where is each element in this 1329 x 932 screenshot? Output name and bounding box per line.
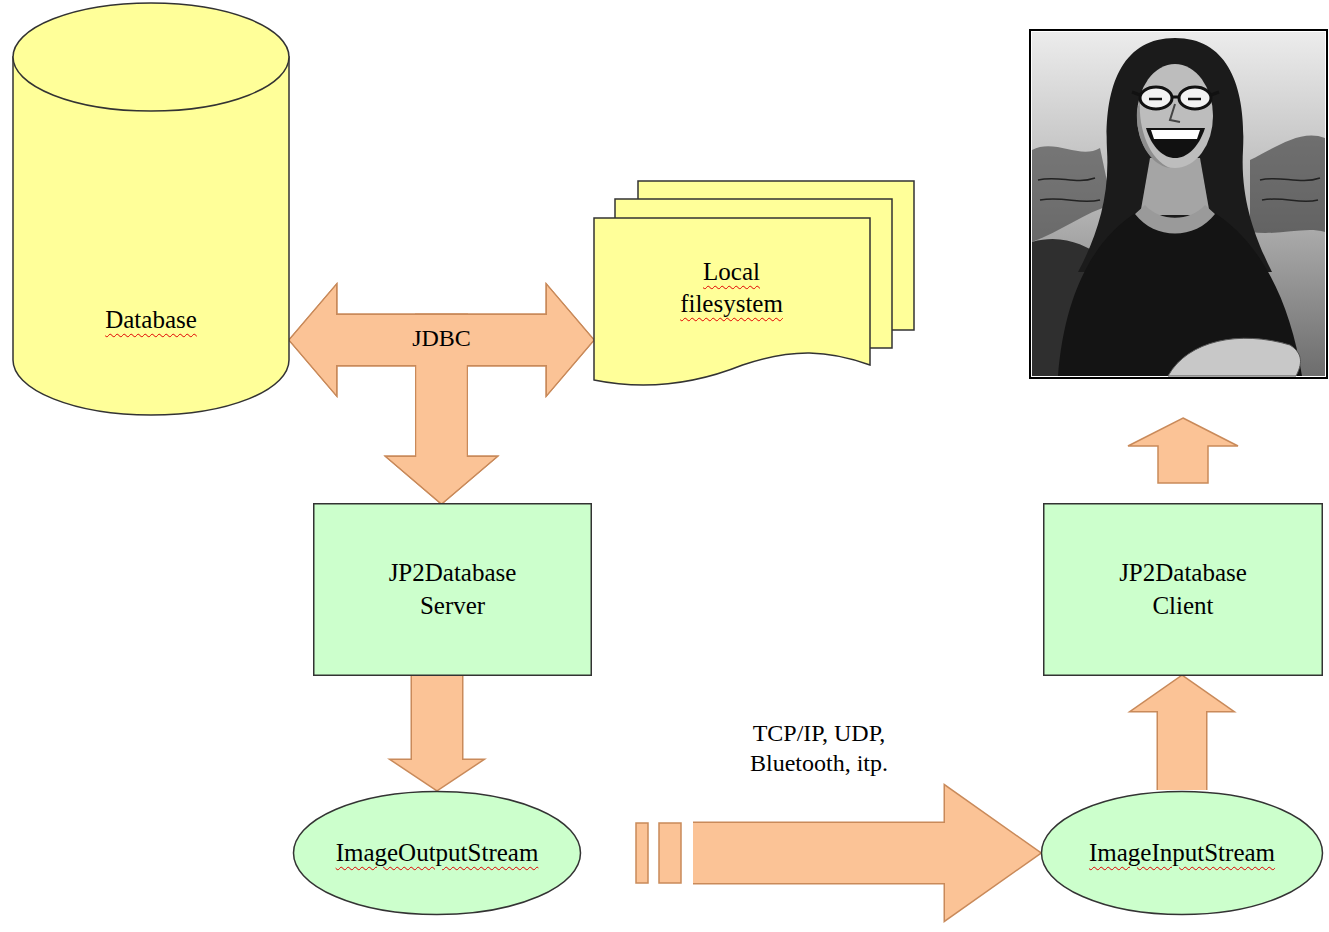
arrow-head	[290, 286, 336, 394]
arrow-head-outline	[945, 786, 1040, 920]
teeth	[1151, 130, 1200, 139]
dress	[1058, 210, 1302, 376]
face	[1137, 64, 1213, 168]
process-box: JP2Database Server	[313, 503, 592, 676]
arrow-head-outline	[392, 760, 482, 790]
process-box-outline	[313, 503, 592, 676]
process-box: JP2Database Client	[1043, 503, 1323, 676]
stream-ellipse: ImageOutputStream	[292, 790, 582, 916]
arrow-shaft	[693, 823, 946, 883]
arrow-outline	[1132, 676, 1232, 790]
arrow-head-outline	[1132, 676, 1232, 711]
arrow-head-outline	[547, 286, 593, 394]
box-outline	[314, 504, 592, 676]
text-area: JP2Database Client	[1043, 503, 1323, 676]
fat-arrow	[1132, 676, 1232, 790]
arrow-head	[388, 457, 496, 503]
eyes	[1149, 98, 1201, 101]
text-area: Local filesystem	[593, 218, 870, 358]
landscape-right	[1250, 135, 1325, 233]
packet-block	[636, 823, 648, 883]
arrow-head-outline	[290, 286, 336, 394]
arrow-shaft	[1158, 710, 1206, 790]
arrow-shaft-outline	[693, 822, 946, 885]
fat-arrow	[392, 676, 482, 790]
picture-sky	[1032, 32, 1325, 376]
glasses-frame	[1132, 92, 1219, 97]
fat-arrow	[388, 286, 594, 503]
node-text: ImageInputStream	[1089, 837, 1275, 870]
arrow-shaft	[412, 676, 462, 761]
arrow-head	[945, 786, 1040, 920]
arrow-head-outline	[290, 286, 336, 394]
box-outline	[1044, 504, 1323, 676]
arrow-head-outline	[547, 286, 593, 394]
arrow-shaft-outline	[442, 340, 549, 458]
text-area: ImageOutputStream	[292, 790, 582, 916]
arrow-head-outline	[388, 457, 496, 503]
node-text: ImageOutputStream	[336, 837, 539, 870]
arrow-head	[290, 286, 336, 394]
arrow-shaft	[442, 340, 549, 458]
arrow-head-outline	[388, 457, 496, 503]
text-area: ImageInputStream	[1040, 790, 1324, 916]
stream-ellipse: ImageInputStream	[1040, 790, 1324, 916]
picture-frame	[1030, 30, 1327, 378]
text-area: JP2Database Server	[313, 503, 592, 676]
arrow-outline	[392, 676, 482, 790]
document-stack-outline	[593, 180, 915, 390]
mouth	[1146, 128, 1205, 158]
node-text: JP2Database Server	[389, 557, 517, 622]
hands	[1168, 338, 1301, 376]
database-cylinder: Database	[12, 2, 290, 415]
arrow-outline	[388, 286, 594, 503]
up-arrow	[1128, 418, 1238, 483]
ellipse-outline	[1042, 792, 1323, 915]
arrow-head	[547, 286, 593, 394]
arrow-head	[547, 286, 593, 394]
edge-label: TCP/IP, UDP, Bluetooth, itp.	[704, 718, 934, 778]
page	[594, 218, 870, 385]
portrait-picture	[1030, 30, 1327, 378]
nose	[1170, 104, 1180, 122]
packet-block	[659, 823, 681, 883]
node-text: JP2Database Client	[1119, 557, 1247, 622]
node-text: Local filesystem	[680, 256, 783, 321]
document-stack: Local filesystem	[593, 180, 915, 390]
database-cylinder-outline	[12, 2, 290, 415]
arrow-outline	[693, 786, 1040, 920]
fat-arrow	[636, 786, 1040, 920]
edge-label: JDBC	[412, 323, 471, 353]
arrow-head	[1132, 676, 1232, 711]
process-box-outline	[1043, 503, 1323, 676]
neckline	[1135, 205, 1215, 234]
arrow-shaft-outline	[1157, 710, 1208, 790]
node-text: Database	[105, 304, 197, 337]
arrow-head	[392, 760, 482, 790]
arrow-head	[388, 457, 496, 503]
arrow-shaft-outline	[411, 676, 464, 761]
ellipse-outline	[294, 792, 581, 915]
cylinder-top	[13, 3, 289, 111]
text-area: Database	[12, 258, 290, 382]
